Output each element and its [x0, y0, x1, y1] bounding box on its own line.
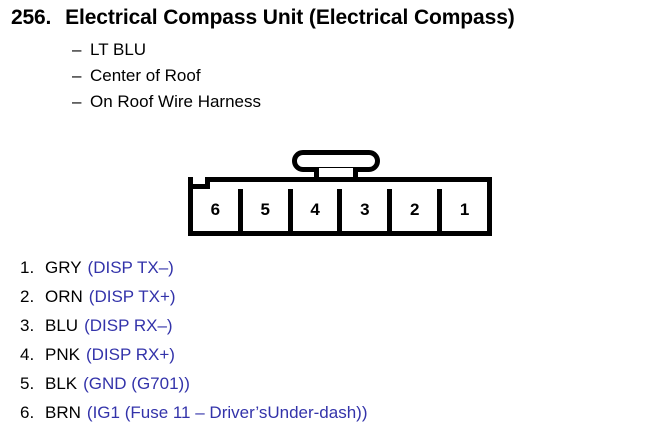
- pin-index: 1.: [20, 258, 35, 277]
- pin-index: 4.: [20, 345, 35, 364]
- detail-text: LT BLU: [90, 40, 147, 59]
- pin-index: 2.: [20, 287, 35, 306]
- connector-pin-cell: 5: [237, 189, 288, 231]
- pin-row: 1. GRY (DISP TX–): [20, 258, 368, 287]
- dash-icon: –: [72, 40, 82, 59]
- pin-row: 3. BLU (DISP RX–): [20, 316, 368, 345]
- page-title: 256. Electrical Compass Unit (Electrical…: [11, 6, 515, 30]
- pin-function: (DISP RX–): [84, 316, 173, 335]
- pin-row: 6. BRN (IG1 (Fuse 11 – Driver’sUnder-das…: [20, 403, 368, 432]
- pin-row: 2. ORN (DISP TX+): [20, 287, 368, 316]
- entry-title: Electrical Compass Unit (Electrical Comp…: [65, 6, 515, 29]
- pin-wire-color: BLU: [45, 316, 79, 335]
- pin-function: (IG1 (Fuse 11 – Driver’sUnder-dash)): [86, 403, 368, 422]
- pin-index: 5.: [20, 374, 35, 393]
- connector-diagram: 6 5 4 3 2 1: [188, 150, 492, 238]
- detail-list: – LT BLU – Center of Roof – On Roof Wire…: [72, 40, 261, 118]
- connector-pin-cell: 6: [193, 189, 238, 231]
- pin-row: 5. BLK (GND (G701)): [20, 374, 368, 403]
- entry-number: 256.: [11, 6, 52, 29]
- connector-pin-cell: 2: [387, 189, 438, 231]
- pin-wire-color: ORN: [45, 287, 83, 306]
- connector-pin-cell: 4: [287, 189, 338, 231]
- detail-item: – On Roof Wire Harness: [72, 92, 261, 118]
- connector-keying-notch-icon: [193, 177, 210, 189]
- detail-item: – Center of Roof: [72, 66, 261, 92]
- detail-text: Center of Roof: [90, 66, 201, 85]
- connector-pin-cells: 6 5 4 3 2 1: [193, 189, 487, 231]
- detail-text: On Roof Wire Harness: [90, 92, 261, 111]
- pin-wire-color: PNK: [45, 345, 80, 364]
- pin-index: 6.: [20, 403, 35, 422]
- pin-wire-color: BLK: [45, 374, 78, 393]
- pin-function: (DISP RX+): [85, 345, 175, 364]
- detail-item: – LT BLU: [72, 40, 261, 66]
- dash-icon: –: [72, 66, 82, 85]
- pin-wire-color: GRY: [45, 258, 82, 277]
- connector-pin-cell: 1: [437, 189, 487, 231]
- pin-function: (GND (G701)): [83, 374, 190, 393]
- pin-function: (DISP TX+): [88, 287, 176, 306]
- pin-assignment-list: 1. GRY (DISP TX–) 2. ORN (DISP TX+) 3. B…: [20, 258, 368, 432]
- pin-index: 3.: [20, 316, 35, 335]
- connector-pin-cell: 3: [337, 189, 388, 231]
- pin-wire-color: BRN: [45, 403, 81, 422]
- pin-row: 4. PNK (DISP RX+): [20, 345, 368, 374]
- dash-icon: –: [72, 92, 82, 111]
- pin-function: (DISP TX–): [87, 258, 174, 277]
